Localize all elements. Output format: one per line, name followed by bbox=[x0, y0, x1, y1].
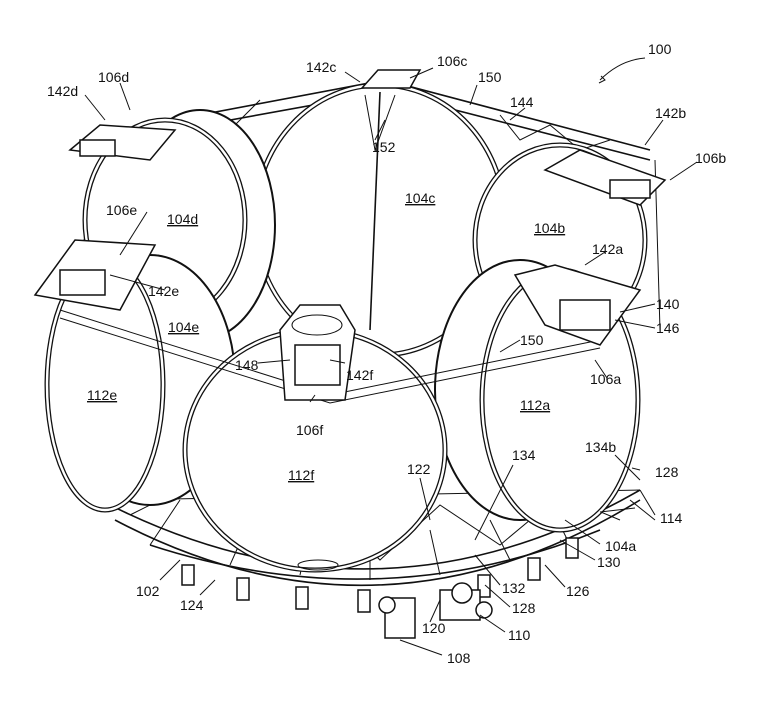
label-144: 144 bbox=[510, 94, 534, 110]
label-110: 110 bbox=[508, 627, 531, 643]
label-150-top: 150 bbox=[478, 69, 502, 85]
label-106f: 106f bbox=[296, 422, 323, 438]
label-122: 122 bbox=[407, 461, 431, 477]
label-134: 134 bbox=[512, 447, 536, 463]
label-142a: 142a bbox=[592, 241, 623, 257]
label-128-bottom: 128 bbox=[512, 600, 536, 616]
label-124: 124 bbox=[180, 597, 204, 613]
label-104a: 104a bbox=[605, 538, 636, 554]
leader-lines bbox=[84, 57, 698, 656]
cabin-106d bbox=[68, 124, 177, 161]
label-130: 130 bbox=[597, 554, 621, 570]
label-106d: 106d bbox=[98, 69, 129, 85]
arrow-114 bbox=[629, 499, 656, 521]
label-142c: 142c bbox=[306, 59, 336, 75]
label-134b: 134b bbox=[585, 439, 616, 455]
label-120: 120 bbox=[422, 620, 446, 636]
cabin-106b bbox=[543, 149, 667, 206]
label-104b: 104b bbox=[534, 220, 565, 236]
label-106a: 106a bbox=[590, 371, 621, 387]
label-106e: 106e bbox=[106, 202, 137, 218]
cabin-106e bbox=[33, 239, 157, 311]
label-104d: 104d bbox=[167, 211, 198, 227]
label-104c: 104c bbox=[405, 190, 435, 206]
label-128-right: 128 bbox=[655, 464, 679, 480]
label-102: 102 bbox=[136, 583, 160, 599]
cabin-106c bbox=[360, 69, 422, 89]
label-150-mid: 150 bbox=[520, 332, 544, 348]
reference-labels: 100 106d 142d 142c 106c 150 144 142b 106… bbox=[47, 41, 726, 666]
label-152: 152 bbox=[372, 139, 396, 155]
motor-assembly bbox=[378, 582, 493, 639]
label-106c: 106c bbox=[437, 53, 467, 69]
cabin-106a bbox=[513, 264, 642, 346]
label-142e: 142e bbox=[148, 283, 179, 299]
pod-112f bbox=[182, 327, 448, 573]
label-112e: 112e bbox=[87, 387, 117, 403]
label-142b: 142b bbox=[655, 105, 686, 121]
label-104e: 104e bbox=[168, 319, 199, 335]
label-146: 146 bbox=[656, 320, 680, 336]
label-112a: 112a bbox=[520, 397, 550, 413]
support-feet bbox=[181, 537, 579, 613]
label-132: 132 bbox=[502, 580, 526, 596]
label-108: 108 bbox=[447, 650, 471, 666]
label-140: 140 bbox=[656, 296, 680, 312]
label-100: 100 bbox=[648, 41, 672, 57]
label-142f: 142f bbox=[346, 367, 373, 383]
label-142d: 142d bbox=[47, 83, 78, 99]
label-106b: 106b bbox=[695, 150, 726, 166]
cabin-106f bbox=[279, 304, 356, 401]
label-148: 148 bbox=[235, 357, 259, 373]
label-114: 114 bbox=[660, 510, 683, 526]
label-126: 126 bbox=[566, 583, 590, 599]
label-112f: 112f bbox=[288, 467, 314, 483]
